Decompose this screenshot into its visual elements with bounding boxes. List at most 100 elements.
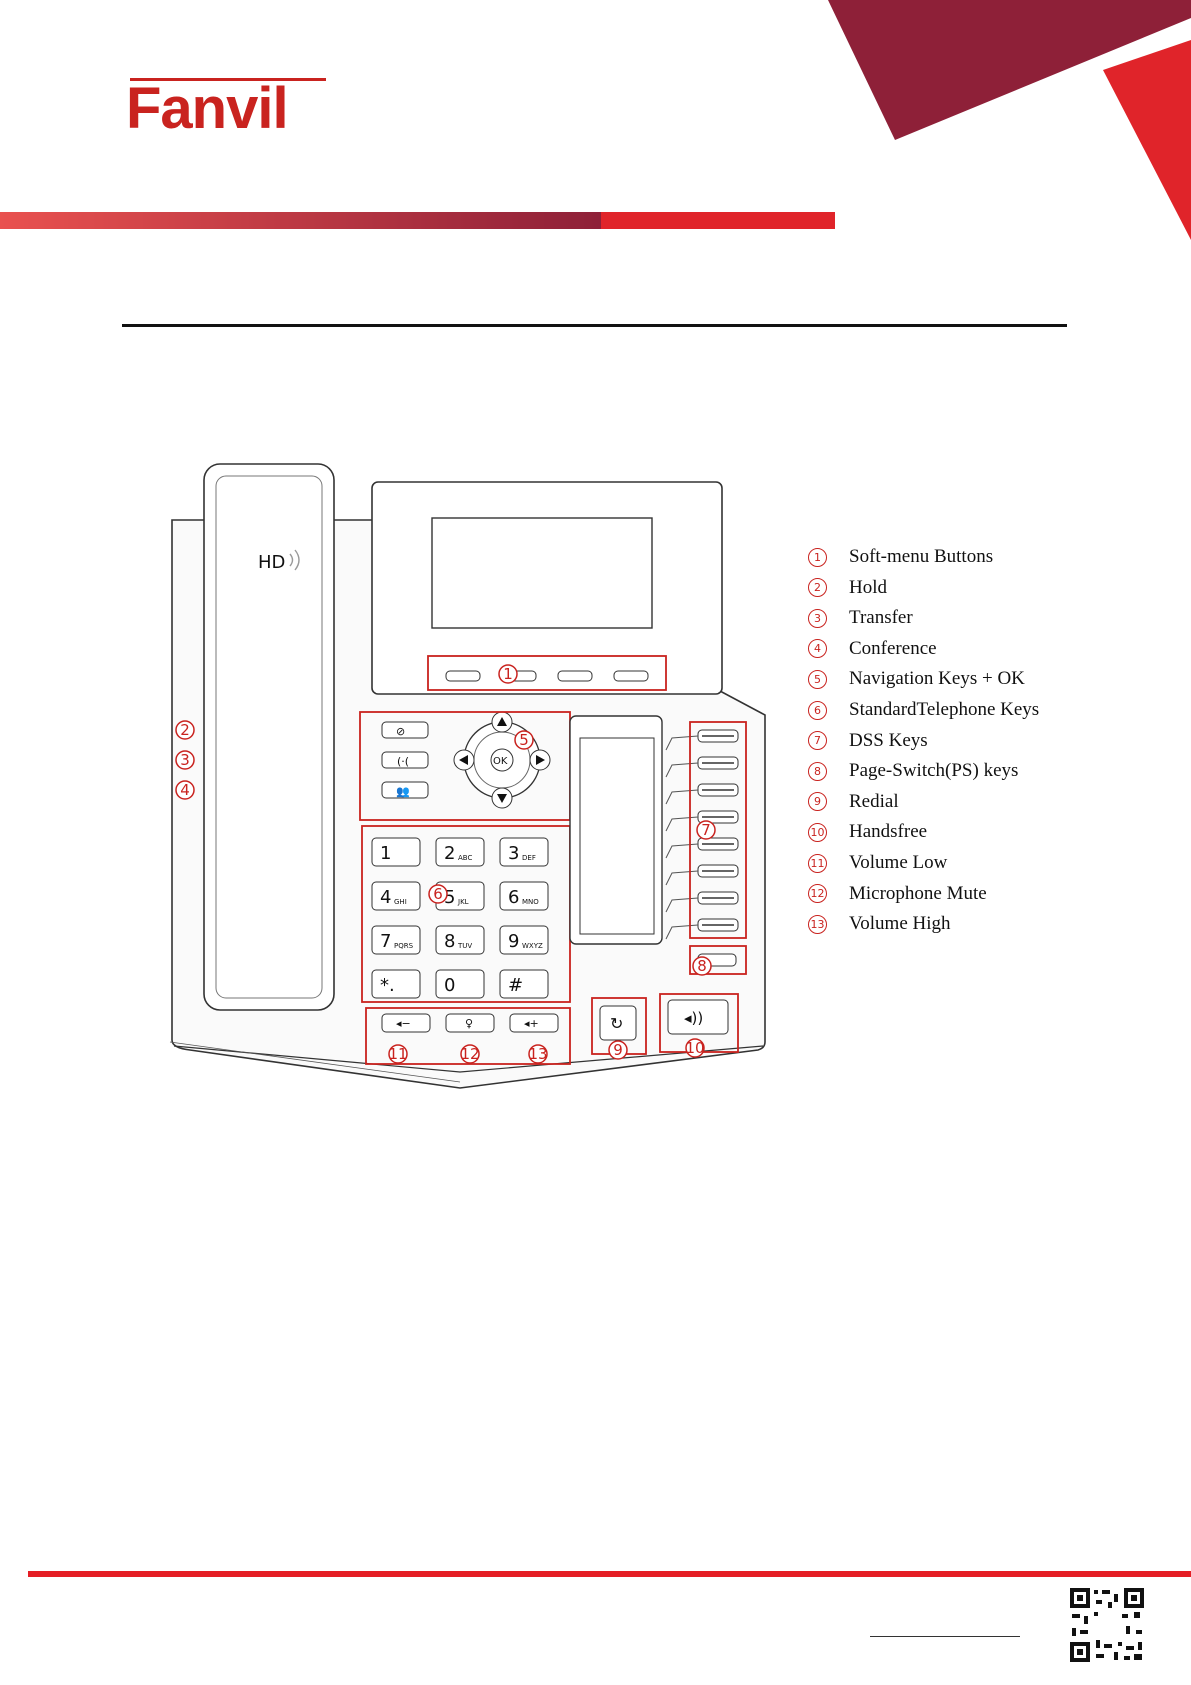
legend-label: Hold bbox=[849, 576, 887, 598]
callout-box-11-13 bbox=[365, 1007, 571, 1065]
redial-button[interactable]: ↻ bbox=[599, 1005, 637, 1041]
transfer-button[interactable]: (·( bbox=[381, 751, 429, 769]
svg-text:7: 7 bbox=[701, 821, 711, 839]
keypad-letters: ABC bbox=[458, 854, 472, 862]
keypad-key-11[interactable]: 0 bbox=[435, 969, 485, 999]
hold-button[interactable]: ⊘ bbox=[381, 721, 429, 739]
svg-text:10: 10 bbox=[685, 1039, 704, 1057]
svg-text:◂+: ◂+ bbox=[524, 1017, 539, 1030]
keypad-letters: TUV bbox=[457, 942, 472, 950]
legend-item: 4 Conference bbox=[808, 635, 937, 663]
callout-box-1 bbox=[427, 655, 667, 691]
svg-text:13: 13 bbox=[528, 1045, 547, 1063]
legend-label: Soft-menu Buttons bbox=[849, 546, 994, 567]
legend-number: 1 bbox=[808, 547, 827, 567]
legend-label: Redial bbox=[849, 790, 899, 812]
keypad-digit: 3 bbox=[508, 843, 519, 864]
legend-label: Navigation Keys + OK bbox=[849, 668, 1025, 690]
svg-text:12: 12 bbox=[460, 1045, 479, 1063]
footer-link-underline bbox=[870, 1636, 1020, 1637]
callout-marker-13: 13 bbox=[528, 1044, 548, 1064]
callout-marker-11: 11 bbox=[388, 1044, 408, 1064]
callout-marker-2: 2 bbox=[175, 720, 195, 740]
lcd-screen bbox=[431, 517, 653, 629]
legend-label: Transfer bbox=[849, 607, 913, 629]
svg-text:Fanvil: Fanvil bbox=[126, 76, 288, 138]
keypad-letters: PQRS bbox=[394, 942, 414, 950]
keypad-letters: WXYZ bbox=[522, 942, 543, 950]
legend-label: StandardTelephone Keys bbox=[849, 699, 1040, 720]
svg-text:6: 6 bbox=[433, 885, 443, 903]
legend-number: 13 bbox=[808, 914, 827, 934]
phone-base-lip bbox=[173, 1045, 764, 1073]
header-stripe bbox=[0, 212, 835, 229]
legend-number: 11 bbox=[808, 853, 827, 873]
keypad-digit: 0 bbox=[444, 975, 455, 996]
legend-label: DSS Keys bbox=[849, 729, 928, 751]
legend-item: 5 Navigation Keys + OK bbox=[808, 665, 1025, 693]
legend-number: 7 bbox=[808, 731, 827, 751]
volume-high-button[interactable]: ◂+ bbox=[509, 1013, 559, 1033]
keypad-letters: GHI bbox=[394, 898, 407, 906]
callout-marker-6: 6 bbox=[428, 884, 448, 904]
header-dark-red-shape bbox=[828, 0, 1191, 140]
legend-number: 10 bbox=[808, 822, 827, 842]
legend-label: Conference bbox=[849, 637, 937, 659]
keypad-key-1[interactable]: 1 bbox=[371, 837, 421, 867]
legend-number: 3 bbox=[808, 608, 827, 628]
title-rule bbox=[122, 324, 1067, 327]
legend-number: 6 bbox=[808, 700, 827, 720]
keypad-key-12[interactable]: # bbox=[499, 969, 549, 999]
callout-marker-12: 12 bbox=[460, 1044, 480, 1064]
callout-marker-3: 3 bbox=[175, 750, 195, 770]
callout-marker-8: 8 bbox=[692, 956, 712, 976]
keypad-digit: *. bbox=[380, 975, 395, 996]
legend-label: Page-Switch(PS) keys bbox=[849, 760, 1019, 782]
legend-number: 9 bbox=[808, 792, 827, 812]
svg-text:OK: OK bbox=[493, 756, 508, 767]
callout-box-8 bbox=[689, 945, 747, 975]
fanvil-logo: Fanvil bbox=[126, 76, 326, 138]
svg-text:4: 4 bbox=[180, 781, 190, 799]
keypad-digit: # bbox=[508, 975, 523, 996]
keypad-digit: 5 bbox=[444, 887, 455, 908]
soft-menu-buttons[interactable] bbox=[445, 670, 649, 682]
svg-text:⊘: ⊘ bbox=[396, 725, 405, 738]
keypad-key-10[interactable]: *. bbox=[371, 969, 421, 999]
ok-button[interactable]: OK bbox=[490, 748, 514, 772]
legend-number: 5 bbox=[808, 669, 827, 689]
handset-hd-label: HD bbox=[258, 552, 285, 573]
footer-bar bbox=[28, 1571, 1191, 1577]
legend-item: 1 Soft-menu Buttons bbox=[808, 543, 993, 571]
handsfree-button[interactable]: ◂)) bbox=[667, 999, 729, 1035]
keypad-letters: DEF bbox=[522, 854, 536, 862]
keypad-digit: 7 bbox=[380, 931, 391, 952]
legend-item: 9 Redial bbox=[808, 788, 899, 816]
dss-label-window bbox=[579, 737, 655, 935]
volume-low-button[interactable]: ◂− bbox=[381, 1013, 431, 1033]
svg-text:👥: 👥 bbox=[396, 785, 410, 798]
microphone-mute-button[interactable]: ♀ bbox=[445, 1013, 495, 1033]
keypad-letters: MNO bbox=[522, 898, 539, 906]
legend-number: 2 bbox=[808, 578, 827, 598]
legend-number: 4 bbox=[808, 639, 827, 659]
legend-item: 7 DSS Keys bbox=[808, 727, 928, 755]
svg-text:3: 3 bbox=[180, 751, 190, 769]
dss-key-5[interactable] bbox=[665, 837, 739, 859]
conference-button[interactable]: 👥 bbox=[381, 781, 429, 799]
